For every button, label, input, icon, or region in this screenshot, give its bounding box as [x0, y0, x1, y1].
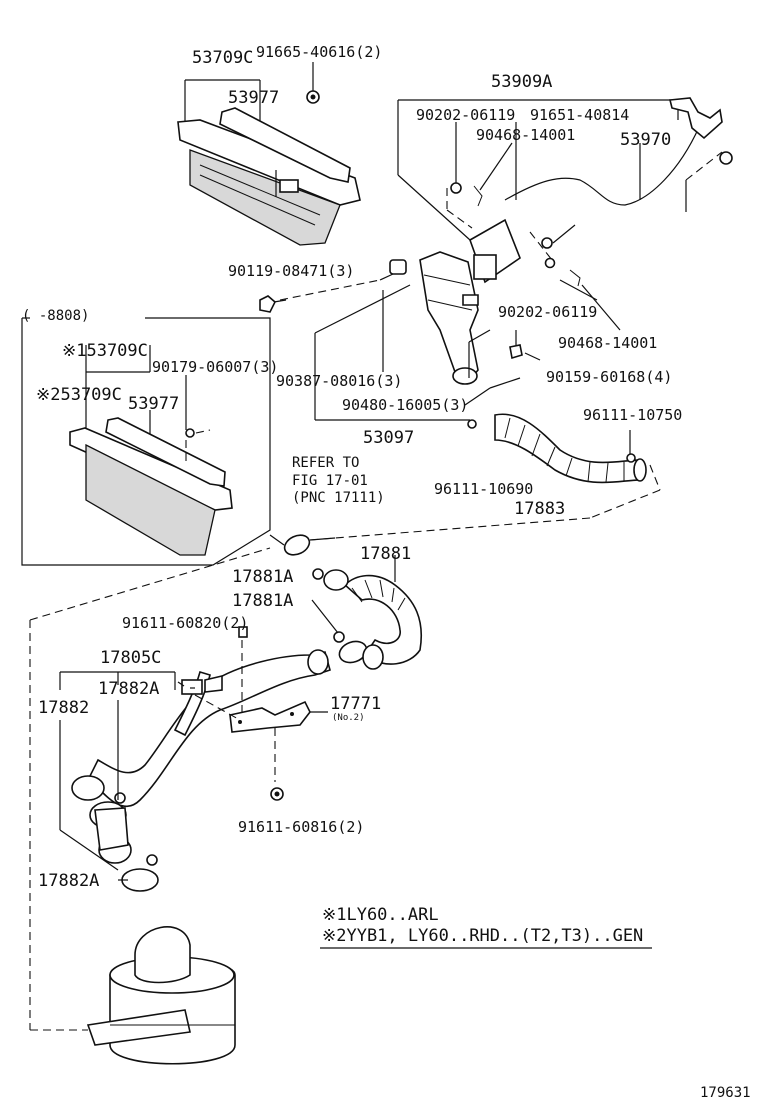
label-8808: ( -8808) [22, 308, 89, 324]
bolt-icon [306, 90, 320, 104]
label-90480-16005: 90480-16005(3) [342, 396, 468, 414]
label-17883: 17883 [514, 499, 565, 519]
note-1: ※1LY60..ARL [322, 905, 439, 925]
label-17881a-1: 17881A [232, 567, 293, 587]
label-53977-top: 53977 [228, 88, 279, 108]
label-17805c: 17805C [100, 648, 161, 668]
label-90119-08471: 90119-08471(3) [228, 262, 354, 280]
label-17771: 17771 [330, 694, 381, 714]
label-53097: 53097 [363, 428, 414, 448]
label-17881: 17881 [360, 544, 411, 564]
label-53970: 53970 [620, 130, 671, 150]
label-53909a: 53909A [491, 72, 552, 92]
clamp-icon [114, 792, 126, 804]
bolt-icon [509, 330, 523, 360]
clamp-icon [333, 631, 345, 643]
label-17882a-1: 17882A [98, 679, 159, 699]
label-153709c: ※153709C [62, 341, 148, 361]
variant-box-8808 [21, 317, 271, 566]
label-53709c: 53709C [192, 48, 253, 68]
nut-icon [270, 787, 284, 801]
label-17882: 17882 [38, 698, 89, 718]
air-cleaner [29, 547, 271, 1065]
figure-number: 179631 [700, 1085, 751, 1101]
label-17882a-2: 17882A [38, 871, 99, 891]
label-96111-10690: 96111-10690 [434, 480, 533, 498]
label-90387-08016: 90387-08016(3) [276, 372, 402, 390]
refer-line-3: (PNC 17111) [292, 490, 385, 506]
nut-icon [238, 626, 248, 638]
label-96111-10750: 96111-10750 [583, 406, 682, 424]
refer-line-1: REFER TO [292, 455, 359, 471]
note-2: ※2YYB1, LY60..RHD..(T2,T3)..GEN [322, 926, 643, 946]
label-53977-box: 53977 [128, 394, 179, 414]
label-91665-40616: 91665-40616(2) [256, 43, 382, 61]
bracket-17771 [194, 640, 328, 782]
bolt-icon [259, 295, 287, 313]
label-91611-60816: 91611-60816(2) [238, 818, 364, 836]
leader-lines-17882 [59, 671, 195, 881]
intake-pipe-17882 [71, 649, 331, 892]
hose-17883 [309, 413, 661, 541]
label-90202-06119-mid: 90202-06119 [498, 303, 597, 321]
label-90159-60168: 90159-60168(4) [546, 368, 672, 386]
hood-lock-cable-53909a [397, 97, 733, 331]
label-17881a-2: 17881A [232, 591, 293, 611]
label-253709c: ※253709C [36, 385, 122, 405]
hose-17881 [269, 534, 422, 670]
label-17771-no2: (No.2) [332, 713, 365, 723]
clamp-icon [146, 854, 158, 866]
cover-bracket-53709c [177, 62, 361, 246]
air-duct-53097 [259, 251, 541, 421]
label-90468-14001-top: 90468-14001 [476, 126, 575, 144]
label-90468-14001-mid: 90468-14001 [558, 334, 657, 352]
clamp-icon [312, 568, 324, 580]
label-91651-40814: 91651-40814 [530, 106, 629, 124]
label-90179-06007: 90179-06007(3) [152, 358, 278, 376]
refer-line-2: FIG 17-01 [292, 473, 368, 489]
label-91611-60820: 91611-60820(2) [122, 614, 248, 632]
label-90202-06119-top: 90202-06119 [416, 106, 515, 124]
